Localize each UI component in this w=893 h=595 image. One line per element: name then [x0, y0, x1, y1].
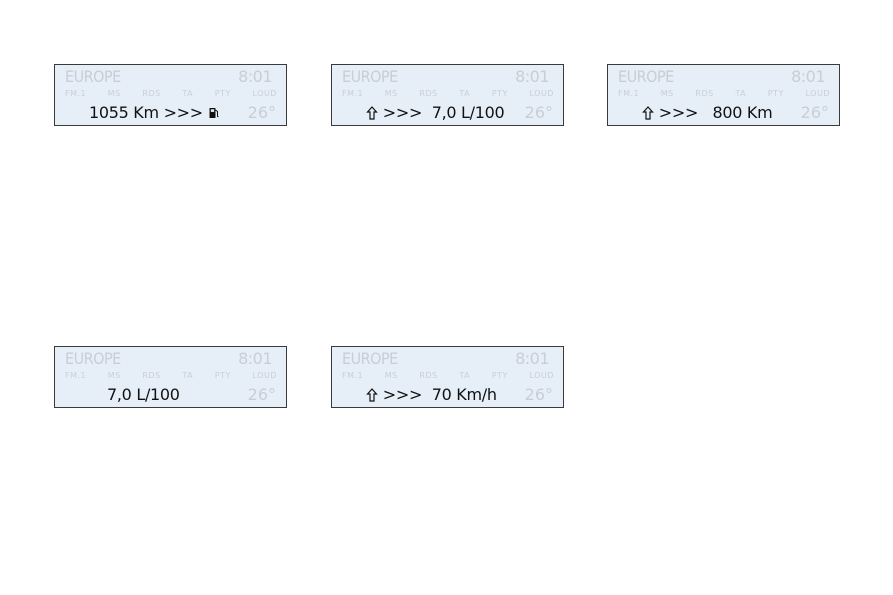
temperature: 26°	[247, 385, 276, 404]
temperature: 26°	[800, 103, 829, 122]
indicator-row: FM.1 MS RDS TA PTY LOUD	[618, 89, 830, 98]
temperature: 26°	[524, 385, 553, 404]
indicator-fm: FM.1	[65, 89, 87, 98]
indicator-ms: MS	[107, 371, 121, 380]
main-readout: 1055 Km >>>	[89, 103, 219, 122]
region-label: EUROPE	[342, 67, 398, 86]
distance-value: 800 Km	[712, 103, 773, 122]
indicator-pty: PTY	[214, 89, 231, 98]
indicator-ta: TA	[182, 89, 194, 98]
display-panel-3: EUROPE 8:01 FM.1 MS RDS TA PTY LOUD >>> …	[607, 64, 840, 126]
clock: 8:01	[515, 67, 549, 86]
speed-value: 70 Km/h	[431, 385, 497, 404]
clock: 8:01	[515, 349, 549, 368]
indicator-ms: MS	[384, 89, 398, 98]
indicator-loud: LOUD	[252, 89, 277, 98]
indicator-fm: FM.1	[342, 89, 364, 98]
range-value: 1055 Km >>>	[89, 103, 203, 122]
display-panel-1: EUROPE 8:01 FM.1 MS RDS TA PTY LOUD 1055…	[54, 64, 287, 126]
indicator-ms: MS	[660, 89, 674, 98]
indicator-ms: MS	[107, 89, 121, 98]
indicator-pty: PTY	[491, 89, 508, 98]
indicator-ta: TA	[459, 89, 471, 98]
clock: 8:01	[238, 67, 272, 86]
region-label: EUROPE	[618, 67, 674, 86]
up-arrow-icon	[366, 106, 378, 120]
indicator-loud: LOUD	[805, 89, 830, 98]
indicator-rds: RDS	[419, 371, 438, 380]
main-readout: >>> 70 Km/h	[366, 385, 497, 404]
indicator-rds: RDS	[142, 89, 161, 98]
indicator-ms: MS	[384, 371, 398, 380]
indicator-rds: RDS	[419, 89, 438, 98]
indicator-pty: PTY	[767, 89, 784, 98]
temperature: 26°	[524, 103, 553, 122]
consumption-value: 7,0 L/100	[431, 103, 505, 122]
indicator-row: FM.1 MS RDS TA PTY LOUD	[342, 371, 554, 380]
indicator-fm: FM.1	[342, 371, 364, 380]
display-panel-4: EUROPE 8:01 FM.1 MS RDS TA PTY LOUD 7,0 …	[54, 346, 287, 408]
indicator-loud: LOUD	[529, 371, 554, 380]
indicator-rds: RDS	[695, 89, 714, 98]
main-readout: >>> 7,0 L/100	[366, 103, 505, 122]
indicator-row: FM.1 MS RDS TA PTY LOUD	[65, 371, 277, 380]
temperature: 26°	[247, 103, 276, 122]
indicator-fm: FM.1	[618, 89, 640, 98]
indicator-row: FM.1 MS RDS TA PTY LOUD	[65, 89, 277, 98]
up-arrow-icon	[366, 388, 378, 402]
region-label: EUROPE	[65, 349, 121, 368]
indicator-ta: TA	[182, 371, 194, 380]
indicator-ta: TA	[459, 371, 471, 380]
arrows: >>>	[658, 103, 699, 122]
arrows: >>>	[382, 103, 423, 122]
clock: 8:01	[238, 349, 272, 368]
display-panel-2: EUROPE 8:01 FM.1 MS RDS TA PTY LOUD >>> …	[331, 64, 564, 126]
display-panel-5: EUROPE 8:01 FM.1 MS RDS TA PTY LOUD >>> …	[331, 346, 564, 408]
indicator-pty: PTY	[491, 371, 508, 380]
indicator-rds: RDS	[142, 371, 161, 380]
indicator-ta: TA	[735, 89, 747, 98]
up-arrow-icon	[642, 106, 654, 120]
region-label: EUROPE	[65, 67, 121, 86]
consumption-value: 7,0 L/100	[107, 385, 180, 404]
indicator-loud: LOUD	[252, 371, 277, 380]
fuel-pump-icon	[209, 108, 219, 118]
arrows: >>>	[382, 385, 423, 404]
indicator-fm: FM.1	[65, 371, 87, 380]
main-readout: >>> 800 Km	[642, 103, 773, 122]
indicator-row: FM.1 MS RDS TA PTY LOUD	[342, 89, 554, 98]
region-label: EUROPE	[342, 349, 398, 368]
indicator-loud: LOUD	[529, 89, 554, 98]
clock: 8:01	[791, 67, 825, 86]
indicator-pty: PTY	[214, 371, 231, 380]
